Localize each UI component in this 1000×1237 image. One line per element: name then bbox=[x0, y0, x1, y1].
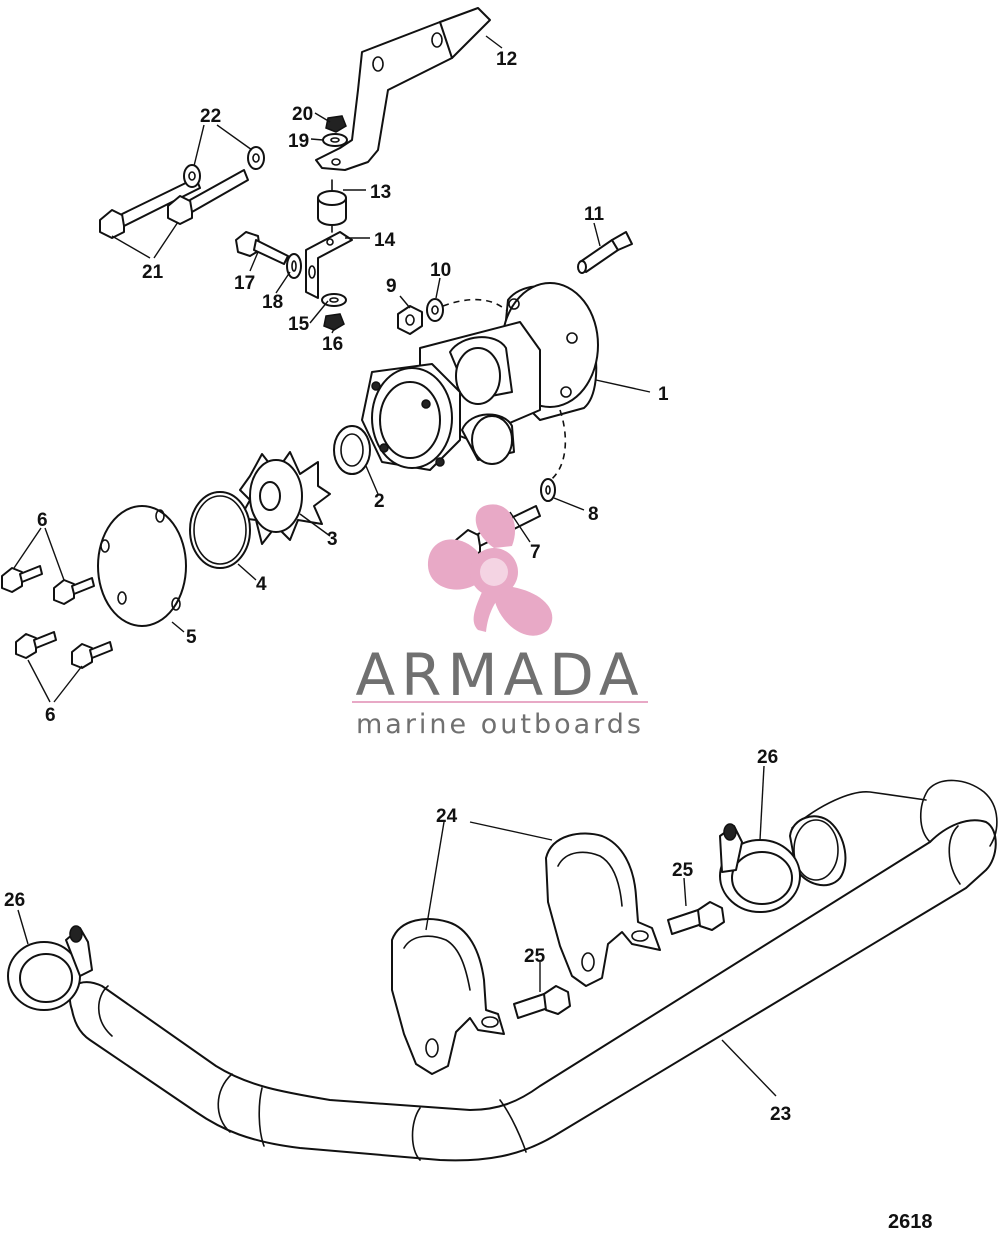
callout-22: 22 bbox=[200, 106, 221, 127]
callout-23: 23 bbox=[770, 1104, 791, 1125]
p-clamp-part-24-right bbox=[545, 832, 661, 987]
long-bolt-part-21-upper bbox=[99, 177, 201, 239]
screw-part-6-2 bbox=[53, 577, 95, 605]
seal-part-2 bbox=[333, 425, 371, 475]
callout-21: 21 bbox=[142, 262, 164, 283]
hose-part-23 bbox=[69, 779, 998, 1162]
cover-plate-part-5 bbox=[97, 505, 187, 627]
callout-26-right: 26 bbox=[757, 747, 778, 768]
nut-part-16 bbox=[323, 313, 345, 331]
angle-bracket-part-14 bbox=[305, 231, 353, 299]
hose-clamp-part-26-right bbox=[719, 823, 801, 913]
callout-9: 9 bbox=[386, 276, 397, 297]
watermark-tagline-text: marine outboards bbox=[356, 709, 644, 740]
hose-clamp-part-26-left bbox=[7, 925, 93, 1011]
callout-17: 17 bbox=[234, 273, 255, 294]
washer-part-15 bbox=[321, 293, 347, 307]
callout-11: 11 bbox=[584, 204, 605, 225]
callout-25-lower: 25 bbox=[524, 946, 546, 967]
bolt-part-25-upper bbox=[667, 901, 725, 935]
callout-15: 15 bbox=[288, 314, 310, 335]
p-clamp-part-24-left bbox=[391, 918, 505, 1075]
callout-2: 2 bbox=[374, 491, 385, 512]
callout-26-left: 26 bbox=[4, 890, 25, 911]
watermark-brand-text: ARMADA bbox=[355, 641, 644, 709]
isolator-mount-part-13 bbox=[317, 179, 347, 233]
nut-part-20 bbox=[325, 115, 347, 133]
callout-20: 20 bbox=[292, 104, 313, 125]
leader-lines bbox=[13, 35, 777, 1097]
washer-part-8 bbox=[540, 478, 556, 502]
pump-body-part-1 bbox=[361, 282, 599, 471]
impeller-part-3 bbox=[239, 451, 331, 545]
figure-number: 2618 bbox=[888, 1211, 933, 1233]
callout-14: 14 bbox=[374, 230, 396, 251]
mounting-bracket-part-12 bbox=[315, 7, 491, 171]
callout-5: 5 bbox=[186, 627, 197, 648]
washer-part-19 bbox=[322, 133, 348, 147]
washer-part-22-right bbox=[247, 146, 265, 170]
callout-24: 24 bbox=[436, 806, 458, 827]
callout-19: 19 bbox=[288, 131, 309, 152]
callout-25-upper: 25 bbox=[672, 860, 694, 881]
washer-part-22-left bbox=[183, 164, 201, 188]
armada-propeller-logo bbox=[427, 504, 553, 636]
callout-7: 7 bbox=[530, 542, 541, 563]
long-bolt-part-21-lower bbox=[167, 169, 249, 225]
nut-part-9 bbox=[397, 305, 423, 335]
callout-16: 16 bbox=[322, 334, 343, 355]
callout-8: 8 bbox=[588, 504, 599, 525]
screw-part-6-4 bbox=[71, 641, 113, 669]
callout-18: 18 bbox=[262, 292, 283, 313]
screw-part-6-3 bbox=[15, 631, 57, 659]
callout-10: 10 bbox=[430, 260, 451, 281]
callout-3: 3 bbox=[327, 529, 338, 550]
o-ring-part-4 bbox=[189, 491, 251, 569]
callout-1: 1 bbox=[658, 384, 669, 405]
screw-part-6-1 bbox=[1, 565, 43, 593]
callout-labels: 1 2 3 4 5 6 6 7 8 9 10 11 12 13 14 15 16… bbox=[4, 49, 791, 1125]
bolt-part-25-lower bbox=[513, 985, 571, 1019]
washer-part-18 bbox=[286, 253, 302, 279]
callout-4: 4 bbox=[256, 574, 267, 595]
callout-12: 12 bbox=[496, 49, 517, 70]
stud-part-11 bbox=[577, 231, 633, 274]
washer-part-10 bbox=[426, 298, 444, 322]
armada-propeller-hub bbox=[480, 558, 508, 586]
callout-6-upper: 6 bbox=[37, 510, 48, 531]
callout-6-lower: 6 bbox=[45, 705, 56, 726]
bolt-part-17 bbox=[235, 231, 289, 265]
callout-13: 13 bbox=[370, 182, 391, 203]
